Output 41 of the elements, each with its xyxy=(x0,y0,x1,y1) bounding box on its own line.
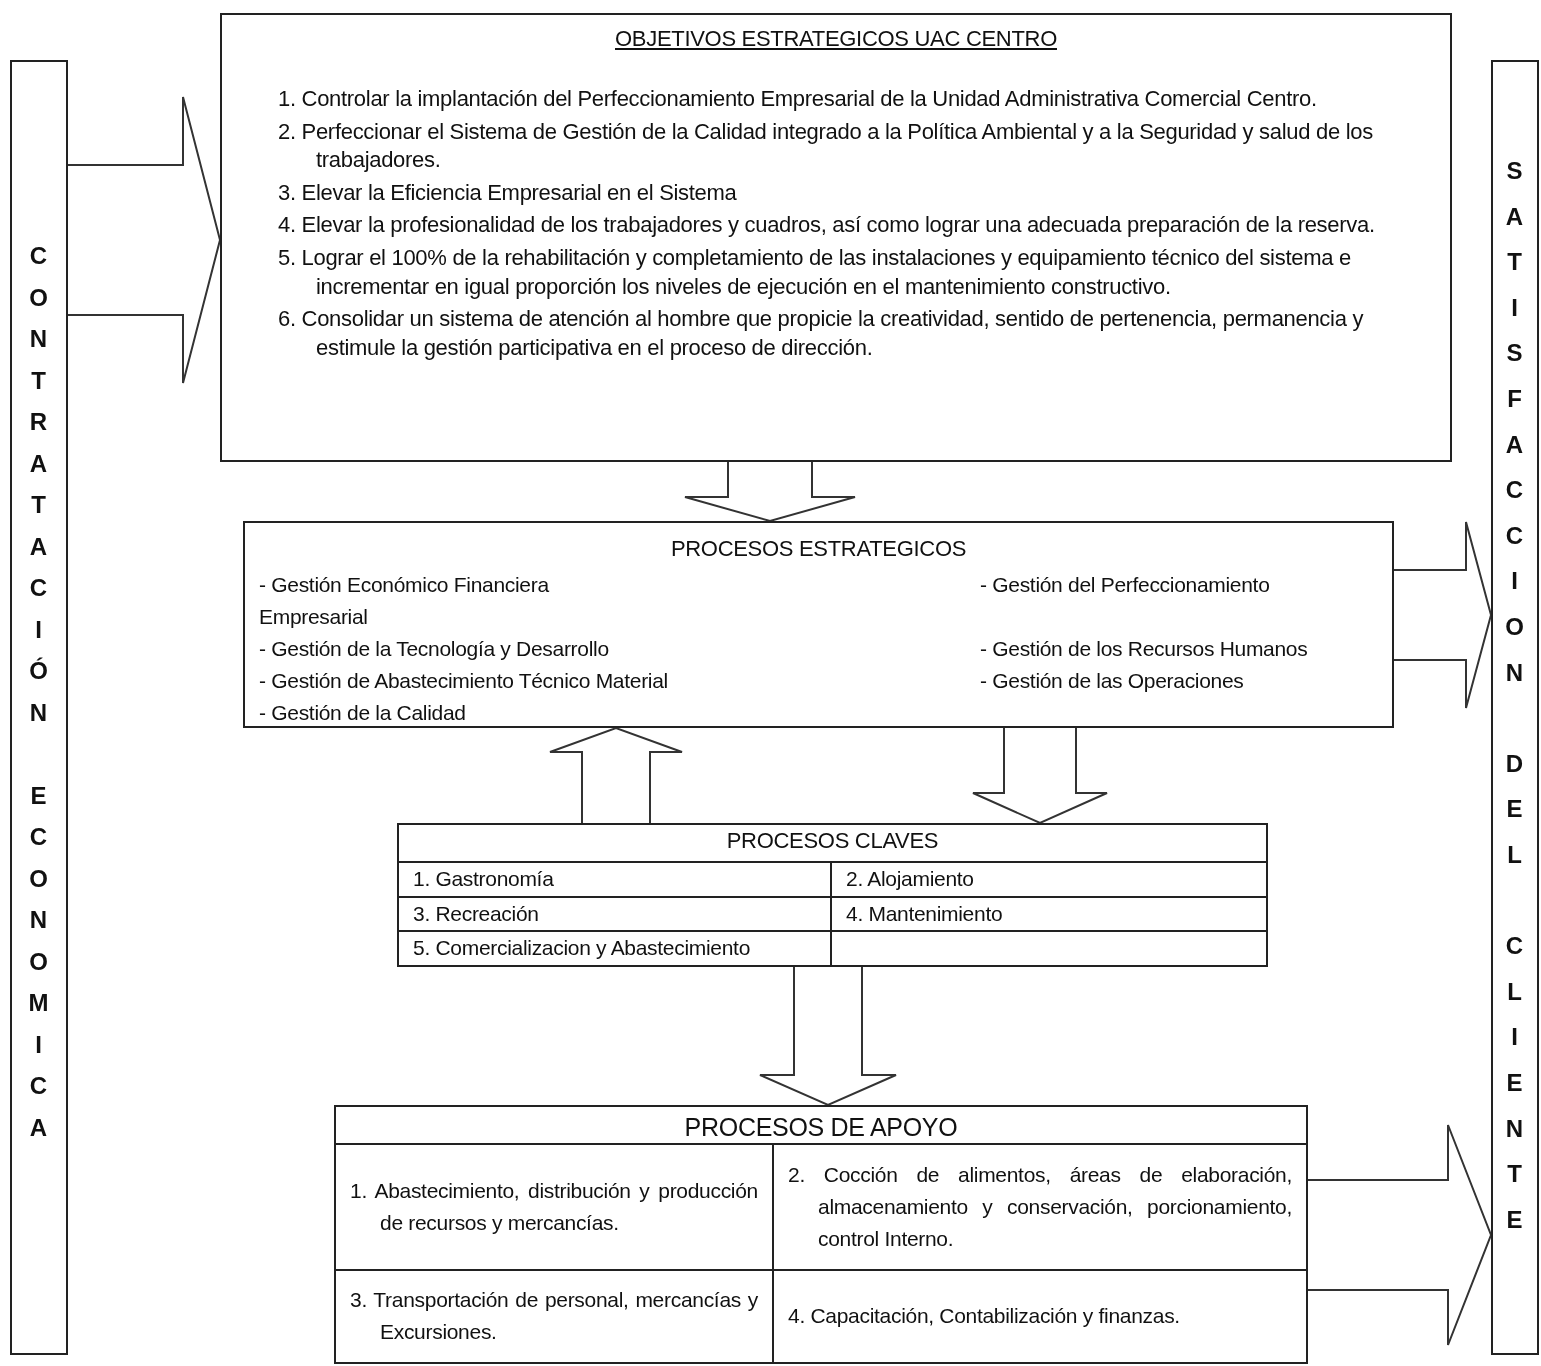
box-heading: PROCESOS DE APOYO xyxy=(683,1112,959,1143)
list-item: 6. Consolidar un sistema de atención al hombre que propicie la creatividad, sentido de pertenencia, permanencia y estimule la gestión participativa en el proceso de dirección. xyxy=(278,305,1365,362)
process-item: 3. Recreación xyxy=(413,900,540,927)
list-item: 3. Elevar la Eficiencia Empresarial en el Sistema xyxy=(278,178,738,207)
vertical-label: CONTRATACIÓN ECONOMICA xyxy=(24,242,53,1155)
process-table xyxy=(397,823,1268,967)
list-item: - Gestión de los Recursos Humanos xyxy=(980,636,1309,662)
box-heading: OBJETIVOS ESTRATEGICOS UAC CENTRO xyxy=(614,25,1058,53)
list-item: - Gestión de Abastecimiento Técnico Material xyxy=(259,668,669,694)
side-label-box xyxy=(1491,60,1539,1355)
list-item: - Gestión del Perfeccionamiento xyxy=(980,572,1271,598)
process-item: 5. Comercializacion y Abastecimiento xyxy=(413,935,752,962)
list-item: - Gestión de la Calidad xyxy=(259,700,467,726)
process-item: 2. Alojamiento xyxy=(846,866,975,892)
block-arrow xyxy=(1307,1124,1493,1346)
block-arrow xyxy=(67,96,222,384)
process-item: 4. Mantenimiento xyxy=(846,900,1004,927)
objectives-box xyxy=(220,13,1452,462)
block-arrow xyxy=(684,461,856,523)
list-item: 4. Elevar la profesionalidad de los trabajadores y cuadros, así como lograr una adecuada preparación de la reserva. xyxy=(278,211,1376,240)
list-item: 2. Perfeccionar el Sistema de Gestión de la Calidad integrado a la Política Ambiental y a la Seguridad y salud de los trabajadores. xyxy=(278,117,1374,175)
box-heading: PROCESOS ESTRATEGICOS xyxy=(669,535,968,563)
process-item: 1. Gastronomía xyxy=(413,866,555,892)
block-arrow xyxy=(759,966,897,1107)
process-box xyxy=(243,521,1394,728)
list-item: - Gestión Económico Financiera Empresarial xyxy=(259,572,550,630)
list-item: - Gestión de la Tecnología y Desarrollo xyxy=(259,636,610,662)
list-item: 5. Lograr el 100% de la rehabilitación y completamiento de las instalaciones y equipamiento técnico del sistema e incrementar en igual proporción los niveles de ejecución en el mantenimiento constructivo. xyxy=(278,243,1352,301)
process-item: 2. Cocción de alimentos, áreas de elaboración, almacenamiento y conservación, porcionamiento, control Interno. xyxy=(788,1161,1292,1252)
block-arrow xyxy=(972,727,1108,825)
list-item: 1. Controlar la implantación del Perfeccionamiento Empresarial de la Unidad Administrativa Comercial Centro. xyxy=(278,85,1318,113)
process-table xyxy=(334,1105,1308,1364)
process-item: 4. Capacitación, Contabilización y finanzas. xyxy=(788,1303,1180,1330)
process-item: 3. Transportación de personal, mercancías y Excursiones. xyxy=(350,1287,758,1346)
box-heading: PROCESOS CLAVES xyxy=(725,827,940,855)
side-label-box xyxy=(10,60,68,1355)
list-item: - Gestión de las Operaciones xyxy=(980,668,1245,694)
process-item: 1. Abastecimiento, distribución y producción de recursos y mercancías. xyxy=(350,1177,758,1236)
block-arrow xyxy=(549,726,683,824)
block-arrow xyxy=(1393,521,1493,709)
vertical-label: SATISFACCION DEL CLIENTE xyxy=(1500,157,1529,1252)
